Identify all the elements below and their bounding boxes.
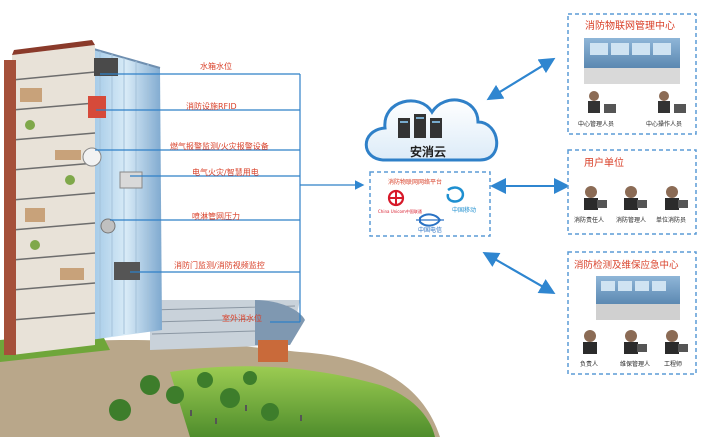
- label-fire-door-video: 消防门监测/消防视频监控: [174, 260, 265, 270]
- server-icon: [398, 114, 442, 138]
- label-gas-fire-alarm: 燃气报警监测/火灾报警设备: [170, 141, 269, 151]
- person-icon: [658, 91, 686, 113]
- user-person-1: 消防管理人: [616, 216, 646, 224]
- person-icon: [584, 186, 607, 210]
- china-telecom-icon: [416, 213, 444, 227]
- person-icon: [624, 186, 647, 210]
- label-outdoor-water: 室外消水位: [222, 313, 262, 323]
- emergency-person-2: 工程师: [664, 360, 682, 368]
- water-tank-sensor-icon: [94, 58, 118, 76]
- emergency-center-title: 消防检测及维保应急中心: [574, 259, 679, 271]
- platform-title: 消防物联网网络平台: [388, 178, 442, 186]
- building-illustration: [0, 40, 440, 437]
- cctv-monitor-icon: [114, 262, 140, 280]
- person-icon: [665, 186, 688, 210]
- label-rfid: 消防设施RFID: [186, 101, 237, 111]
- label-electrical-fire: 电气火灾/智慧用电: [192, 167, 259, 177]
- carrier-telecom: 中国电信: [418, 226, 442, 234]
- emergency-person-0: 负责人: [580, 360, 598, 368]
- user-person-2: 单位消防员: [656, 216, 686, 224]
- sensor-connector-lines: [95, 73, 365, 323]
- person-icon: [588, 91, 616, 113]
- emergency-person-1: 维保管理人: [620, 360, 650, 368]
- monitor-center-title: 消防物联网管理中心: [585, 19, 675, 32]
- person-icon: [624, 330, 647, 354]
- monitor-person-1: 中心操作人员: [646, 120, 682, 128]
- unicom-knot-icon: [387, 189, 405, 207]
- user-unit-title: 用户单位: [584, 156, 624, 169]
- cloud-node: [364, 98, 499, 162]
- smoke-detector-icon: [82, 147, 102, 167]
- rfid-tag-icon: [88, 96, 106, 118]
- pressure-gauge-icon: [100, 218, 116, 234]
- person-icon: [583, 330, 597, 354]
- china-mobile-icon: [446, 186, 465, 203]
- center-connector-arrows: [482, 57, 570, 294]
- electric-meter-icon: [119, 171, 143, 189]
- label-water-tank: 水箱水位: [200, 61, 232, 71]
- outdoor-tank-icon: [258, 340, 288, 362]
- monitor-person-0: 中心管理人员: [578, 120, 614, 128]
- person-icon: [665, 330, 688, 354]
- label-sprinkler-pressure: 喷淋管网压力: [192, 211, 240, 221]
- building-labels: 水箱水位 消防设施RFID 燃气报警监测/火灾报警设备 电气火灾/智慧用电 喷淋…: [170, 61, 269, 323]
- user-person-0: 消防责任人: [574, 216, 604, 224]
- cloud-label: 安消云: [410, 144, 446, 159]
- carrier-unicom: China Unicom中国联通: [378, 208, 422, 214]
- carrier-mobile: 中国移动: [452, 206, 476, 214]
